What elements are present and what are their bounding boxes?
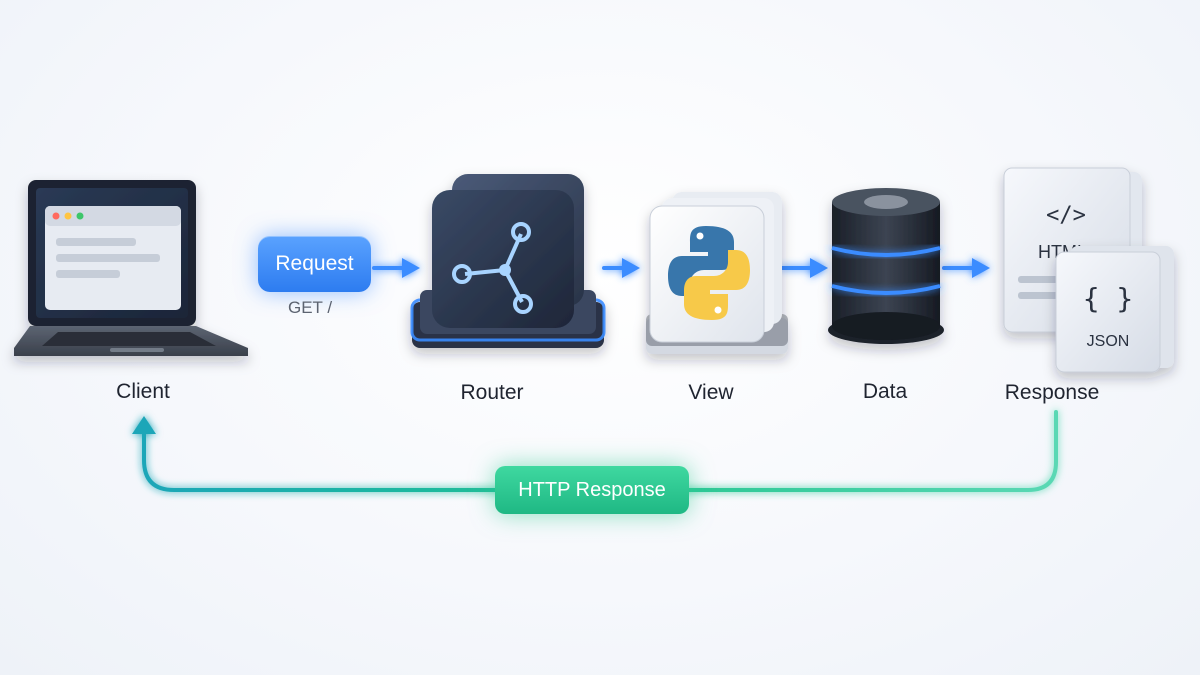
- router-node: [410, 174, 606, 348]
- laptop-icon: [14, 180, 248, 356]
- json-document-icon: { } JSON: [1055, 246, 1174, 373]
- client-label: Client: [116, 380, 170, 403]
- database-icon: [828, 188, 944, 344]
- json-label: JSON: [1087, 333, 1130, 350]
- view-label: View: [688, 381, 734, 404]
- response-label: Response: [1004, 381, 1100, 404]
- request-flow-arrows: [204, 258, 990, 278]
- arrow-view-to-data: [780, 258, 828, 278]
- arrow-data-to-response: [942, 258, 990, 278]
- python-logo-icon: [668, 226, 750, 320]
- html-tag-glyph: </>: [1046, 203, 1086, 228]
- router-label: Router: [460, 381, 524, 404]
- arrow-request-to-router: [372, 258, 420, 278]
- data-label: Data: [862, 380, 908, 403]
- http-response-badge: HTTP Response: [495, 466, 689, 514]
- view-node: [646, 192, 788, 354]
- arrow-router-to-view: [602, 258, 640, 278]
- router-node-icon: [452, 222, 533, 314]
- json-braces-glyph: { }: [1083, 282, 1134, 315]
- request-badge: Request: [258, 236, 371, 292]
- request-method: GET /: [288, 298, 333, 317]
